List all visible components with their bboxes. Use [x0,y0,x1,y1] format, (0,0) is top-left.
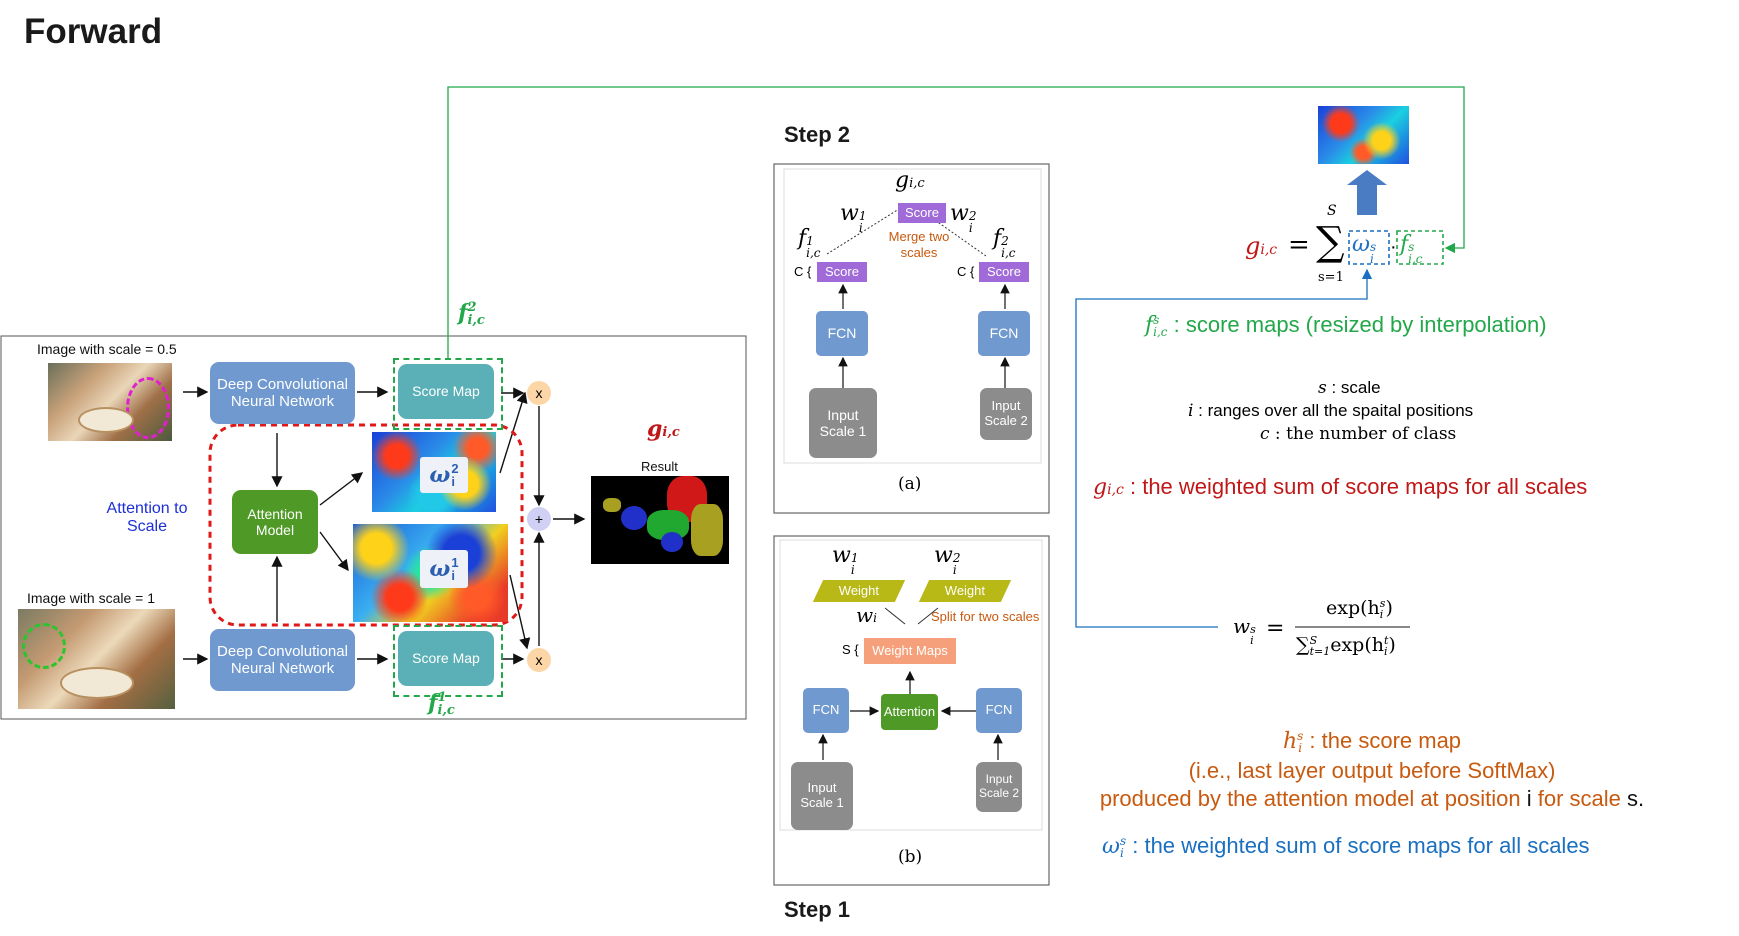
panel-a-input1: Input Scale 1 [809,388,877,458]
input-photo-small [48,363,172,441]
panel-b-input2: Input Scale 2 [976,762,1022,812]
panel-b-weight-maps: Weight Maps [864,638,956,664]
panel-b-s-label: S { [842,642,859,657]
panel-a-fcn1: FCN [816,311,868,356]
panel-a-caption: (a) [898,474,922,494]
panel-b-split-label: Split for two scales [931,609,1040,624]
step2-label: Step 2 [784,122,851,147]
step1-label: Step 1 [784,897,851,922]
merged-heatmap [1318,106,1409,164]
score-map-top-outline [393,358,503,430]
input-photo-large [18,609,175,709]
score-map-bottom-label: Score Map [412,650,480,667]
score-map-top-label: Score Map [412,383,480,400]
eq-g: gi,c [1245,232,1278,260]
left-diagram-frame [0,335,747,720]
score-map-bottom-outline [393,625,503,697]
attention-model-label: Attention Model [247,505,303,538]
multiply-top-node: x [527,381,551,405]
dcnn-bottom-box: Deep Convolutional Neural Network [210,629,355,691]
eq-sum-top: S [1327,203,1337,219]
attention-to-scale-label: Attention to Scale [106,500,188,535]
image-scale-05-label: Image with scale = 0.5 [37,341,177,357]
dcnn-bottom-label: Deep Convolutional Neural Network [217,642,348,677]
eq-equals: = [1288,230,1310,260]
panel-a-g: gi,c [895,168,925,193]
multiply-bottom-node: x [527,648,551,672]
h-description-line2: (i.e., last layer output before SoftMax) [1188,757,1556,783]
panel-a-score1: Score [817,262,867,282]
sum-node: + [527,507,551,531]
panel-a-score2: Score [979,262,1029,282]
panel-b-fcn1: FCN [803,688,849,733]
c-definition: c : the number of class [1260,424,1457,444]
eq-sum: ∑ [1316,219,1345,265]
s-definition: s : scale [1318,378,1381,398]
dcnn-top-label: Deep Convolutional Neural Network [217,375,348,410]
result-label: Result [641,459,678,474]
score-map-top: Score Map [398,364,494,419]
panel-a-fcn2: FCN [978,311,1030,356]
g-label-left: gi,c [647,416,680,442]
g-description: gi,c : the weighted sum of score maps fo… [1093,474,1588,500]
panel-b-caption: (b) [898,847,923,867]
score-map-bottom: Score Map [398,631,494,686]
highlight-circle-magenta [126,377,170,439]
image-scale-1-label: Image with scale = 1 [27,590,156,606]
page-title: Forward [24,12,163,51]
green-feedback-line [447,86,1465,360]
panel-a-c1: C { [794,264,812,279]
highlight-circle-green [22,623,66,669]
panel-a-c2: C { [957,264,975,279]
panel-b-attention: Attention [881,694,938,730]
softmax-equals: = [1266,616,1285,641]
blue-feedback-line [1075,268,1373,628]
i-definition: i : ranges over all the spaital position… [1188,401,1474,421]
h-description-line3: produced by the attention model at posit… [1099,786,1645,812]
attention-model-box: Attention Model [232,490,318,554]
eq-dot: · [1390,236,1397,258]
attention-region [208,423,524,627]
panel-b-weight2: Weight [918,580,1012,602]
panel-a-input2: Input Scale 2 [980,388,1032,440]
dcnn-top-box: Deep Convolutional Neural Network [210,362,355,424]
up-arrow-icon [1347,170,1387,215]
result-segmentation [591,476,729,564]
panel-b-wi: wi [856,603,877,627]
panel-b-input1: Input Scale 1 [791,762,853,830]
panel-a-score-merge: Score [898,203,946,223]
panel-b-fcn2: FCN [976,688,1022,733]
panel-a-merge-label: Merge two scales [888,229,950,260]
panel-b-weight1: Weight [812,580,906,602]
eq-sum-bottom: s=1 [1318,270,1344,285]
